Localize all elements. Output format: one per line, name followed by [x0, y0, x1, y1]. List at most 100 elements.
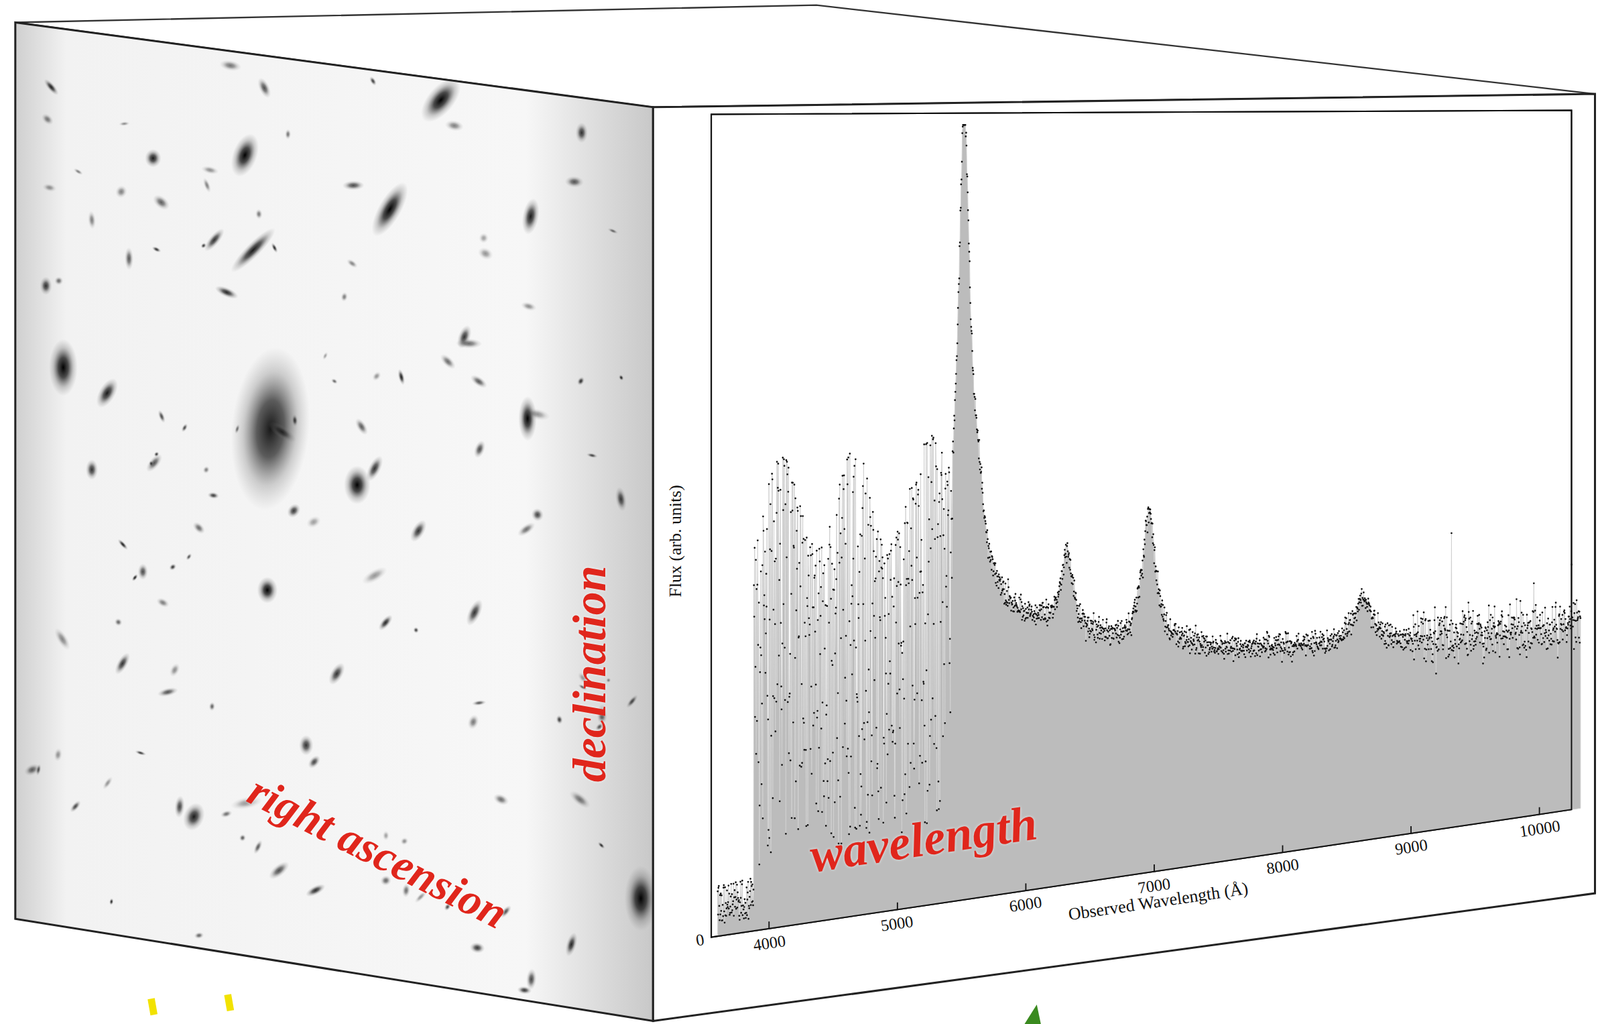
galaxy [190, 519, 208, 537]
galaxy [226, 223, 281, 277]
galaxy [208, 701, 216, 711]
galaxy [471, 699, 487, 706]
axis-tick [768, 920, 770, 929]
axis-tick [1539, 807, 1541, 815]
tick-label: 9000 [1393, 836, 1429, 858]
galaxy [167, 660, 183, 678]
galaxy [469, 941, 486, 954]
galaxy [520, 300, 538, 313]
galaxy [41, 77, 61, 98]
galaxy [22, 760, 42, 778]
galaxy [563, 931, 580, 958]
spectrum-plot [711, 109, 1581, 937]
galaxy [342, 180, 365, 191]
galaxy [364, 176, 415, 242]
galaxy [124, 246, 135, 270]
galaxy [116, 537, 130, 551]
galaxy [491, 790, 511, 808]
galaxy [100, 774, 114, 791]
galaxy [463, 596, 487, 628]
tick-label: 4000 [751, 931, 787, 953]
galaxy [362, 453, 387, 484]
galaxy [233, 422, 242, 435]
galaxy [130, 572, 140, 582]
galaxy [68, 798, 84, 814]
galaxy [193, 931, 205, 940]
galaxy [154, 595, 171, 609]
galaxy [359, 563, 390, 588]
galaxy [270, 241, 280, 254]
galaxy [48, 338, 78, 396]
galaxy [173, 794, 186, 818]
galaxy [254, 208, 263, 220]
galaxy [437, 351, 458, 372]
galaxy [150, 191, 173, 213]
galaxy [567, 786, 594, 812]
galaxy [156, 685, 179, 699]
galaxy [251, 838, 265, 856]
galaxy [471, 438, 488, 460]
plot-frame-border [711, 109, 1572, 937]
galaxy [352, 416, 371, 438]
galaxy-field [22, 58, 657, 995]
galaxy [370, 369, 384, 383]
galaxy [39, 276, 52, 295]
galaxy [304, 513, 324, 531]
galaxy [180, 422, 190, 434]
galaxy [343, 465, 371, 505]
galaxy [150, 244, 162, 254]
galaxy [144, 148, 161, 167]
axis-tick [1153, 864, 1155, 872]
spectrum-points [717, 124, 1581, 922]
axis-tick [1282, 845, 1284, 853]
galaxy [524, 406, 551, 423]
tick-label: 8000 [1265, 855, 1301, 877]
galaxy [298, 734, 314, 755]
galaxy [345, 257, 360, 271]
tick-label: 6000 [1008, 894, 1044, 915]
galaxy [201, 176, 213, 194]
galaxy [284, 128, 291, 140]
galaxy [237, 833, 247, 843]
galaxy [54, 276, 64, 286]
galaxy [396, 367, 407, 386]
galaxy [613, 485, 629, 513]
galaxy [225, 130, 265, 181]
galaxy [254, 75, 274, 100]
galaxy [475, 244, 496, 263]
galaxy [468, 372, 490, 391]
galaxy [519, 197, 543, 236]
galaxy [39, 111, 56, 128]
galaxy [201, 225, 228, 255]
galaxy [516, 985, 533, 995]
galaxy [406, 516, 430, 545]
galaxy [367, 75, 379, 87]
galaxy [412, 626, 420, 635]
galaxy [555, 714, 564, 725]
galaxy [413, 71, 468, 129]
galaxy [303, 880, 328, 899]
galaxy [329, 377, 339, 386]
galaxy [199, 241, 208, 250]
galaxy [91, 374, 122, 411]
galaxy [618, 373, 626, 382]
galaxy [529, 506, 545, 523]
galaxy [325, 659, 348, 688]
galaxy [52, 747, 64, 763]
galaxy [478, 232, 490, 244]
galaxy [321, 350, 330, 360]
galaxy [564, 175, 584, 188]
galaxy [257, 576, 278, 604]
galaxy [219, 808, 234, 819]
galaxy [624, 693, 641, 710]
spectrum-fill [717, 124, 1581, 936]
tick-label: 10000 [1518, 817, 1562, 840]
axis-title: wavelength [807, 797, 1041, 880]
galaxy [108, 897, 114, 905]
tick-label: 5000 [880, 912, 915, 934]
galaxy [85, 459, 98, 480]
galaxy [265, 417, 299, 446]
galaxy [596, 840, 606, 850]
galaxy [218, 58, 242, 73]
